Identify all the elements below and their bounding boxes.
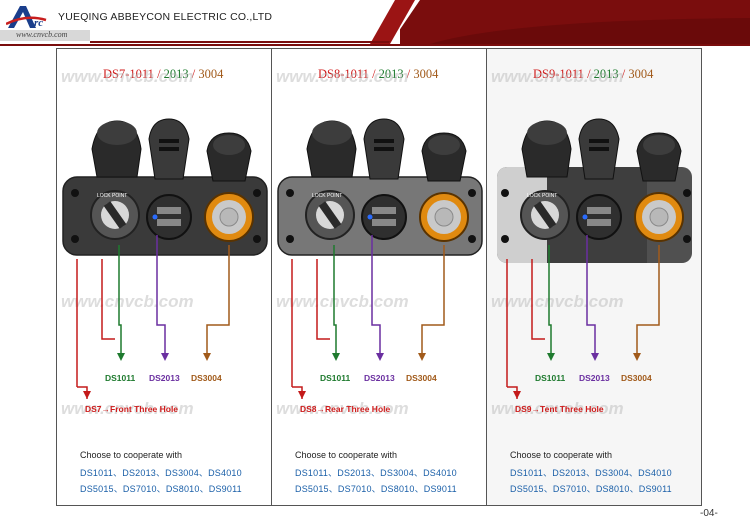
compatible-list-1: DS1011、DS2013、DS3004、DS4010 [295, 468, 457, 478]
separator: / [406, 67, 411, 81]
lock-point-text: LOCK POINT [312, 193, 342, 199]
model-code-3004: 3004 [198, 67, 224, 81]
model-code-2013: 2013 [378, 67, 404, 81]
model-code-1011: DS9-1011 [533, 67, 584, 81]
choose-text: Choose to cooperate with [510, 450, 613, 460]
model-code-1011: DS8-1011 [318, 67, 369, 81]
product-illustration: LOCK POINT [62, 118, 268, 399]
separator: / [372, 67, 376, 81]
svg-text:rc: rc [34, 17, 43, 29]
label-ds2013: DS2013 [579, 373, 610, 383]
separator: / [621, 67, 626, 81]
product-panel-ds9: DS9-1011 / 2013 / 3004 www.cnvcb.com www… [486, 48, 702, 506]
product-panel-ds8: DS8-1011 / 2013 / 3004 www.cnvcb.com www… [271, 48, 488, 506]
company-url: www.cnvcb.com [16, 30, 68, 39]
model-code-2013: 2013 [163, 67, 189, 81]
product-illustration: LOCK POINT [277, 118, 483, 399]
company-logo: rc [6, 6, 47, 29]
label-ds1011: DS1011 [320, 373, 351, 383]
url-strip [0, 30, 90, 41]
label-ds2013: DS2013 [364, 373, 395, 383]
model-code-3004: 3004 [413, 67, 439, 81]
page-header: rc YUEQING ABBEYCON ELECTRIC CO.,LTD www… [0, 0, 750, 44]
label-ds3004: DS3004 [621, 373, 652, 383]
watermark: www.cnvcb.com [276, 399, 409, 418]
label-ds1011: DS1011 [105, 373, 136, 383]
label-ds3004: DS3004 [191, 373, 222, 383]
watermark: www.cnvcb.com [276, 292, 409, 311]
label-ds1011: DS1011 [535, 373, 566, 383]
label-ds3004: DS3004 [406, 373, 437, 383]
compatible-list-2: DS5015、DS7010、DS8010、DS9011 [510, 484, 672, 494]
lock-point-text: LOCK POINT [97, 193, 127, 199]
watermark: www.cnvcb.com [61, 399, 194, 418]
watermark: www.cnvcb.com [61, 67, 194, 86]
compatible-list-2: DS5015、DS7010、DS8010、DS9011 [295, 484, 457, 494]
separator: / [157, 67, 161, 81]
model-title: DS7-1011 / 2013 / 3004 [103, 67, 223, 82]
model-code-2013: 2013 [593, 67, 619, 81]
label-ds2013: DS2013 [149, 373, 180, 383]
product-panel-ds7: DS7-1011 / 2013 / 3004 www.cnvcb.com www… [56, 48, 273, 506]
lock-point-text: LOCK POINT [527, 193, 557, 199]
separator: / [587, 67, 591, 81]
company-name: YUEQING ABBEYCON ELECTRIC CO.,LTD [58, 11, 273, 23]
compatible-list-1: DS1011、DS2013、DS3004、DS4010 [510, 468, 672, 478]
choose-text: Choose to cooperate with [295, 450, 398, 460]
watermark: www.cnvcb.com [491, 399, 624, 418]
hole-type-label: DS7→Front Three Hole [85, 404, 179, 414]
watermark: www.cnvcb.com [491, 67, 624, 86]
watermark: www.cnvcb.com [276, 67, 409, 86]
hole-type-label: DS9→Tent Three Hole [515, 404, 604, 414]
model-code-1011: DS7-1011 [103, 67, 154, 81]
choose-text: Choose to cooperate with [80, 450, 183, 460]
separator: / [191, 67, 196, 81]
model-title: DS8-1011 / 2013 / 3004 [318, 67, 438, 82]
model-title: DS9-1011 / 2013 / 3004 [533, 67, 653, 82]
model-code-3004: 3004 [628, 67, 654, 81]
compatible-list-1: DS1011、DS2013、DS3004、DS4010 [80, 468, 242, 478]
compatible-list-2: DS5015、DS7010、DS8010、DS9011 [80, 484, 242, 494]
product-illustration: LOCK POINT [497, 118, 692, 399]
watermark: www.cnvcb.com [61, 292, 194, 311]
page-number: -04- [700, 508, 718, 519]
watermark: www.cnvcb.com [491, 292, 624, 311]
header-divider [0, 44, 750, 46]
hole-type-label: DS8→Rear Three Hole [300, 404, 391, 414]
header-banner [90, 0, 750, 44]
